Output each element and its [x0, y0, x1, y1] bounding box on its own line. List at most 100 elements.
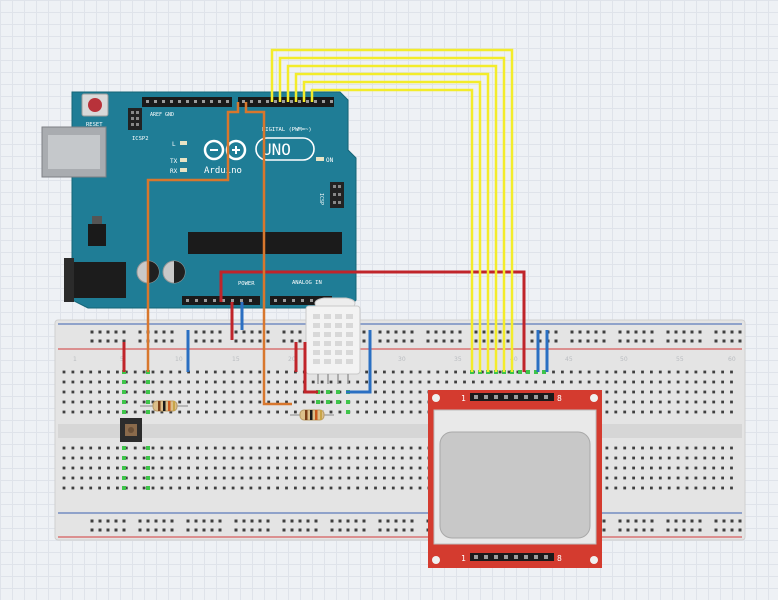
active-hole	[316, 400, 320, 404]
header-pin	[231, 299, 234, 302]
rail-hole	[434, 339, 438, 343]
bb-hole	[703, 466, 707, 470]
bb-hole	[721, 446, 724, 450]
rail-hole	[386, 339, 390, 343]
rail-hole	[674, 519, 678, 523]
rail-hole	[650, 519, 654, 523]
bb-hole	[365, 466, 368, 470]
rail-hole	[138, 528, 142, 532]
regulator-tab	[92, 216, 102, 224]
bb-hole	[650, 390, 653, 394]
bb-hole	[178, 380, 182, 384]
bb-hole	[169, 380, 173, 384]
rail-hole	[170, 330, 174, 334]
dht-vent	[324, 341, 331, 346]
rail-hole	[634, 330, 638, 334]
bb-hole	[694, 370, 698, 374]
bb-hole	[703, 456, 707, 460]
bb-hole	[124, 466, 128, 470]
push-button[interactable]	[120, 418, 142, 442]
bb-hole	[320, 390, 324, 394]
bb-hole	[285, 476, 288, 480]
active-hole	[146, 446, 150, 450]
bb-hole	[89, 390, 93, 394]
rail-hole	[722, 528, 726, 532]
bb-hole	[222, 476, 226, 480]
bb-hole	[614, 466, 618, 470]
bb-hole	[721, 476, 724, 480]
header-pin	[178, 100, 181, 103]
rail-hole	[138, 330, 142, 334]
bb-hole	[62, 446, 66, 450]
header-pin	[322, 100, 325, 103]
bb-hole	[667, 400, 671, 404]
rail-hole	[306, 519, 310, 523]
bb-hole	[124, 400, 128, 404]
bb-hole	[730, 400, 733, 404]
bb-hole	[302, 400, 306, 404]
rail-hole	[346, 528, 350, 532]
rail-hole	[210, 519, 214, 523]
wire-red-dht-2	[303, 342, 318, 394]
bb-hole	[641, 410, 644, 414]
rail-hole	[586, 330, 590, 334]
rail-hole	[186, 519, 190, 523]
reset-button-cap[interactable]	[88, 98, 102, 112]
bb-hole	[249, 486, 253, 490]
bb-hole	[89, 476, 93, 480]
bb-hole	[721, 380, 724, 384]
rail-hole	[674, 330, 678, 334]
l-led	[180, 141, 187, 145]
rail-hole	[378, 330, 382, 334]
bb-hole	[205, 486, 208, 490]
bb-hole	[454, 370, 457, 374]
rail-hole	[354, 519, 358, 523]
rail-hole	[674, 528, 678, 532]
bb-hole	[329, 486, 333, 490]
bb-hole	[489, 370, 493, 374]
bb-hole	[294, 390, 297, 394]
bb-hole	[329, 400, 333, 404]
rail-hole	[674, 339, 678, 343]
rail-hole	[194, 519, 198, 523]
rx-led	[180, 168, 187, 172]
bb-hole	[213, 476, 217, 480]
bb-hole	[418, 466, 422, 470]
bb-hole	[498, 380, 502, 384]
active-hole	[146, 456, 150, 460]
bb-hole	[623, 446, 627, 450]
bb-hole	[418, 446, 422, 450]
rail-hole	[154, 528, 158, 532]
bb-hole	[222, 390, 226, 394]
bb-hole	[605, 390, 609, 394]
rail-hole	[90, 330, 94, 334]
wire-lcd-data-3	[286, 64, 498, 372]
bb-hole	[338, 410, 342, 414]
bb-hole	[240, 370, 244, 374]
bb-hole	[98, 380, 101, 384]
bb-hole	[107, 476, 110, 480]
rail-hole	[98, 528, 102, 532]
lcd-pin	[524, 395, 528, 399]
dht-vent	[313, 350, 320, 355]
bb-hole	[169, 370, 173, 374]
bb-hole	[178, 390, 182, 394]
bb-hole	[116, 410, 119, 414]
rail-hole	[634, 339, 638, 343]
rail-hole	[538, 330, 542, 334]
bb-hole	[124, 370, 128, 374]
rail-hole	[634, 519, 638, 523]
rail-hole	[458, 330, 462, 334]
rail-hole	[218, 339, 222, 343]
bb-hole	[107, 400, 110, 404]
bb-hole	[712, 466, 716, 470]
rail-hole	[378, 339, 382, 343]
bb-hole	[632, 390, 635, 394]
bb-hole	[311, 380, 315, 384]
rail-hole	[346, 519, 350, 523]
bb-hole	[436, 370, 440, 374]
bb-hole	[614, 456, 618, 460]
bb-hole	[249, 476, 253, 480]
lcd-pin	[494, 395, 498, 399]
bb-hole	[569, 380, 573, 384]
